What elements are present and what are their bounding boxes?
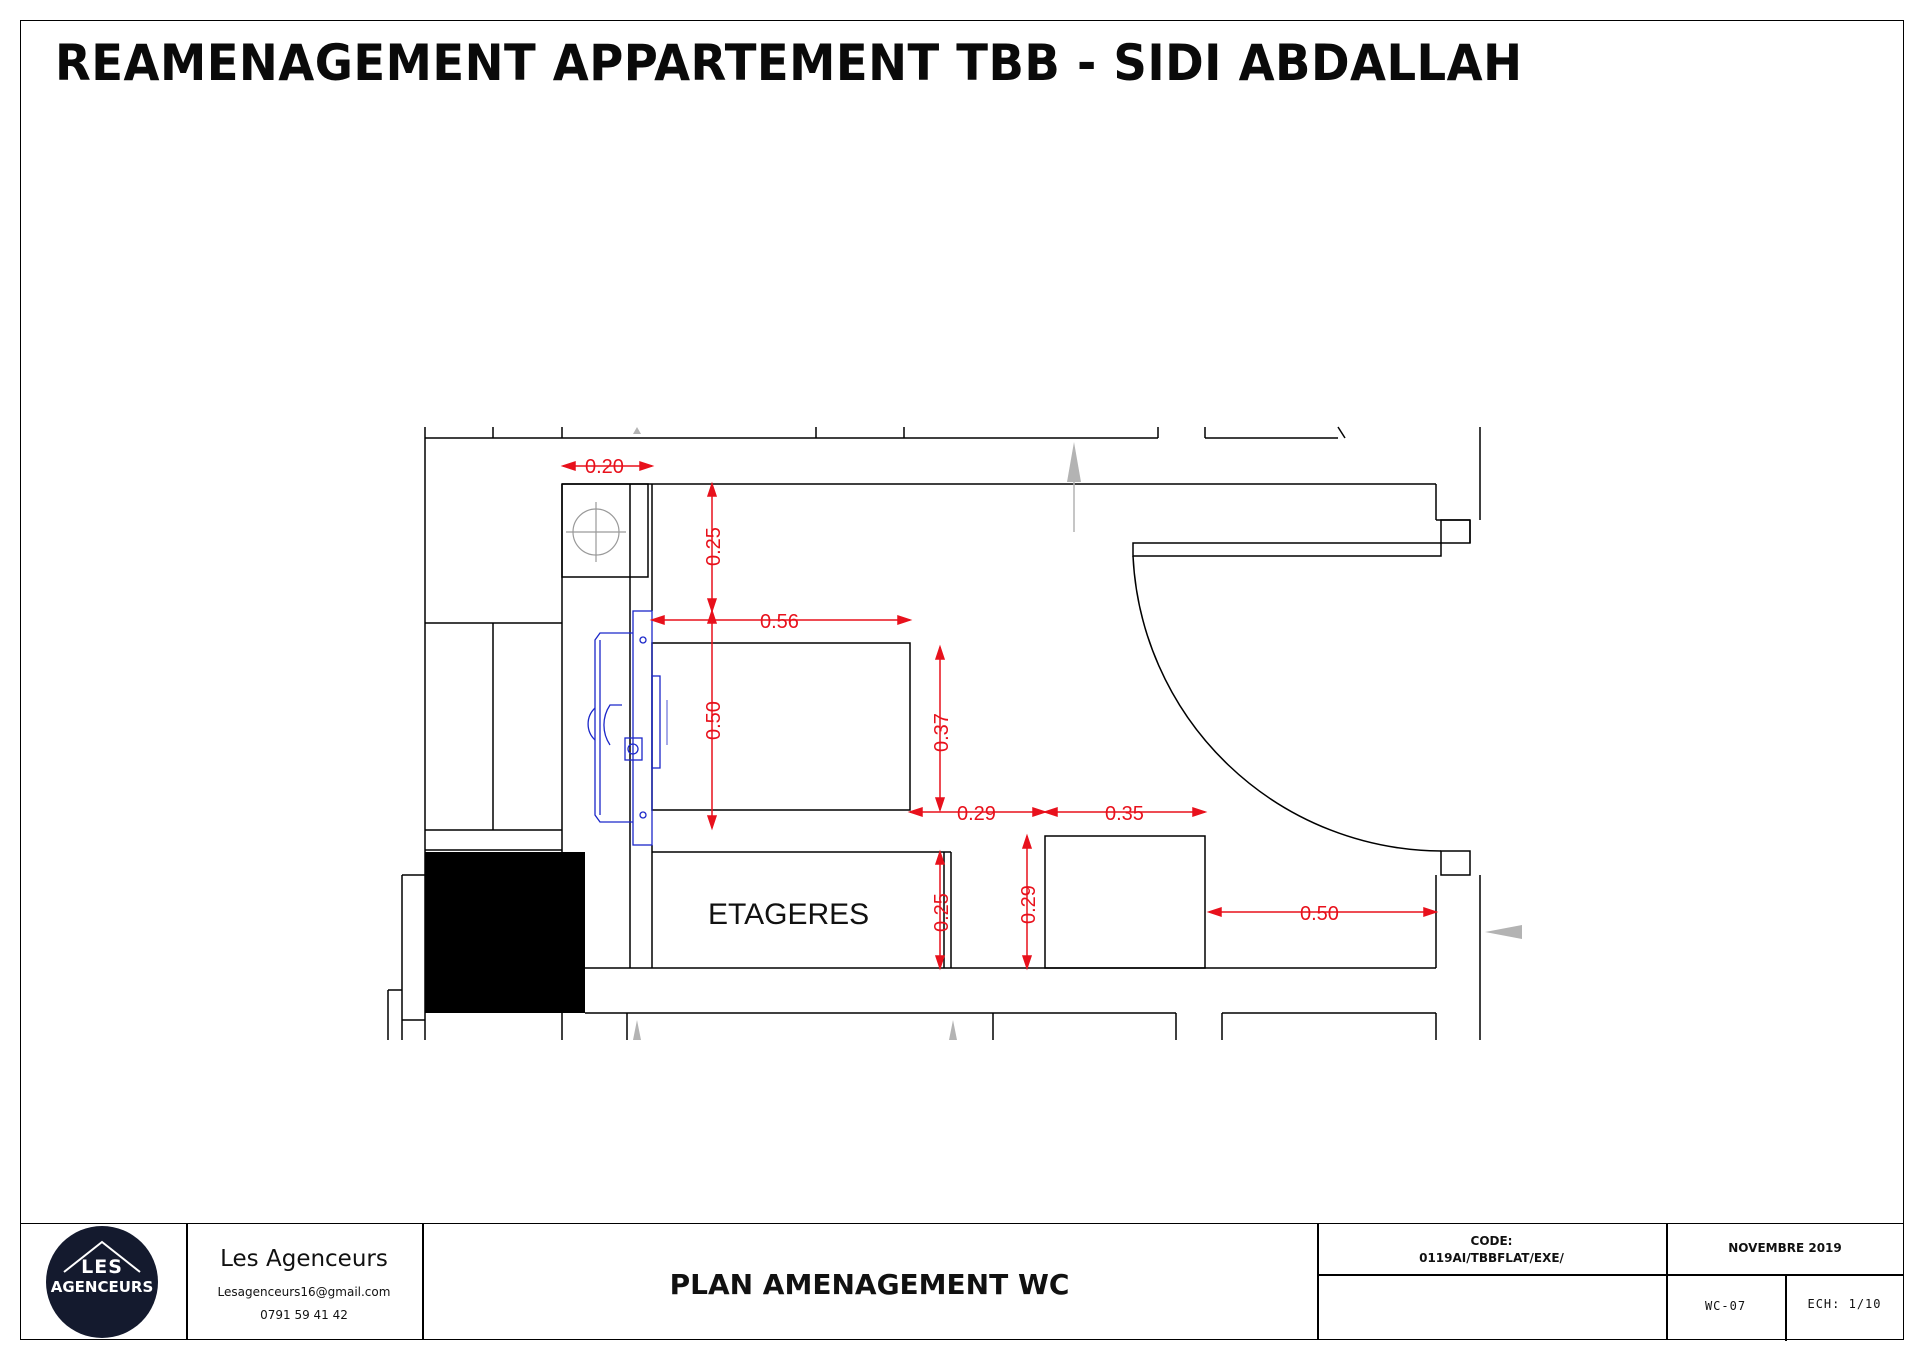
- divider: [1785, 1274, 1787, 1341]
- company-phone: 0791 59 41 42: [260, 1308, 348, 1322]
- dim-0-37: 0.37: [931, 713, 953, 752]
- divider: [422, 1224, 424, 1340]
- dim-0-20: 0.20: [585, 456, 624, 478]
- dim-0-29-vertical: 0.29: [1018, 885, 1040, 924]
- dimension-lines: [560, 460, 1439, 971]
- code-value: 0119AI/TBBFLAT/EXE/: [1419, 1251, 1564, 1265]
- company-logo: LES AGENCEURS: [46, 1226, 158, 1338]
- dim-0-56: 0.56: [760, 611, 799, 633]
- page-title: REAMENAGEMENT APPARTEMENT TBB - SIDI ABD…: [55, 34, 1523, 92]
- logo-line-1: LES: [81, 1256, 123, 1278]
- sheet-number: WC-07: [1704, 1299, 1747, 1313]
- toilet-icon: [587, 610, 668, 846]
- dim-0-35: 0.35: [1105, 803, 1144, 825]
- dim-0-29-horizontal: 0.29: [957, 803, 996, 825]
- code-label: CODE:: [1470, 1234, 1513, 1248]
- divider: [1317, 1274, 1904, 1276]
- section-arrows: [633, 427, 1522, 1040]
- date: NOVEMBRE 2019: [1728, 1241, 1842, 1255]
- company-name: Les Agenceurs: [220, 1246, 388, 1272]
- dim-0-50-horizontal: 0.50: [1300, 903, 1339, 925]
- scale: ECH: 1/10: [1807, 1297, 1882, 1311]
- title-block: LES AGENCEURS Les Agenceurs Lesagenceurs…: [20, 1223, 1904, 1341]
- dim-0-25-top: 0.25: [703, 527, 725, 566]
- house-roof-icon: [63, 1240, 141, 1273]
- drawing-sheet: [20, 20, 1904, 1340]
- room-label-etageres: ETAGERES: [708, 898, 869, 931]
- divider: [1666, 1224, 1668, 1340]
- structural-column: [425, 852, 585, 1013]
- dim-0-50-vertical: 0.50: [703, 701, 725, 740]
- company-email: Lesagenceurs16@gmail.com: [217, 1285, 391, 1299]
- drawing-title: PLAN AMENAGEMENT WC: [669, 1268, 1070, 1301]
- dim-0-25-shelf: 0.25: [931, 893, 953, 932]
- drain-icon: [566, 502, 626, 562]
- divider: [186, 1224, 188, 1340]
- logo-line-2: AGENCEURS: [50, 1278, 154, 1296]
- divider: [1317, 1224, 1319, 1340]
